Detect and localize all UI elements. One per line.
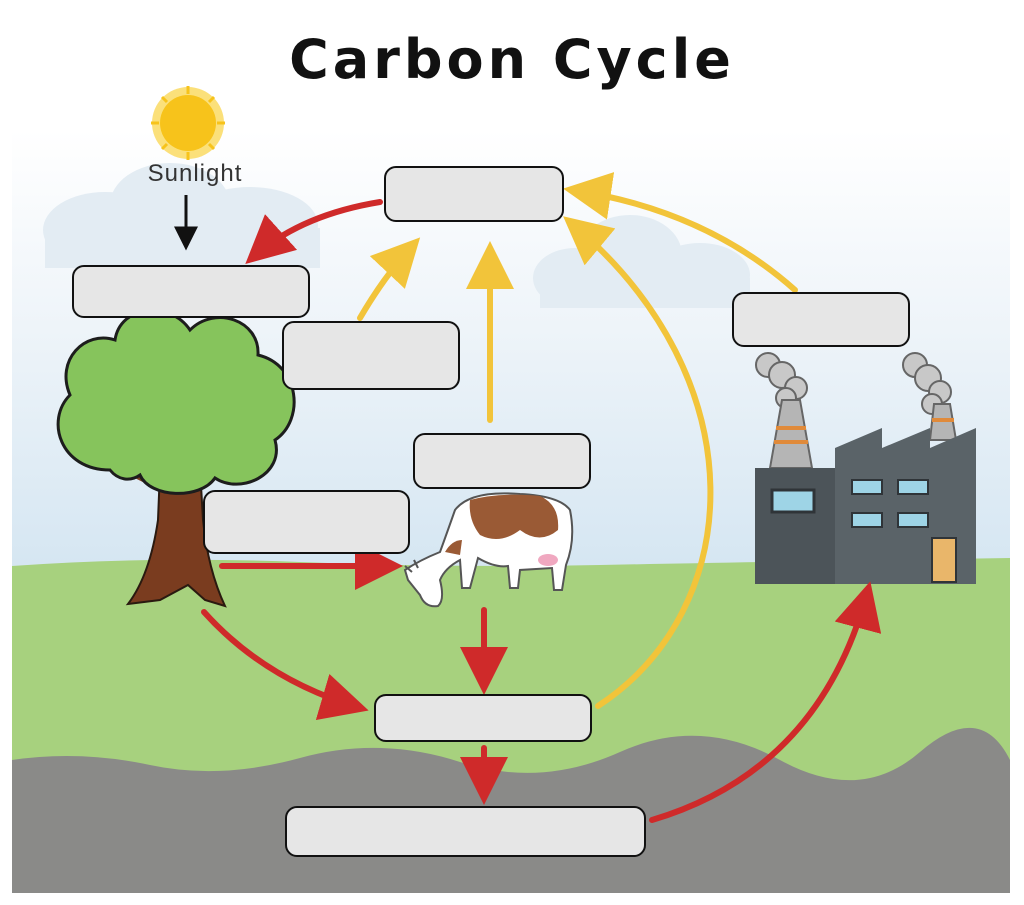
yellow-arrow-decomposition bbox=[563, 216, 714, 709]
blank-label-photosynthesis[interactable] bbox=[72, 265, 310, 318]
blank-label-combustion[interactable] bbox=[732, 292, 910, 347]
red-arrow-extraction bbox=[649, 581, 882, 823]
grass-ground bbox=[12, 558, 1010, 800]
red-arrow-photosynthesis bbox=[245, 199, 383, 265]
tree-icon bbox=[56, 308, 296, 608]
blank-label-decomposition[interactable] bbox=[374, 694, 592, 742]
blank-label-fossil-fuels[interactable] bbox=[285, 806, 646, 857]
blank-label-atmosphere[interactable] bbox=[384, 166, 564, 222]
yellow-arrow-combustion bbox=[563, 172, 798, 293]
blank-label-animal-respiration[interactable] bbox=[413, 433, 591, 489]
yellow-arrow-plant-respiration bbox=[357, 237, 421, 321]
cow-icon bbox=[403, 492, 574, 608]
blank-label-feeding[interactable] bbox=[203, 490, 410, 554]
red-arrow-plant-death bbox=[201, 609, 369, 720]
factory-icon bbox=[755, 352, 976, 584]
sunlight-label: Sunlight bbox=[147, 160, 243, 187]
diagram-title: Carbon Cycle bbox=[289, 28, 735, 91]
sun-icon bbox=[151, 86, 225, 160]
blank-label-plant-respiration[interactable] bbox=[282, 321, 460, 390]
